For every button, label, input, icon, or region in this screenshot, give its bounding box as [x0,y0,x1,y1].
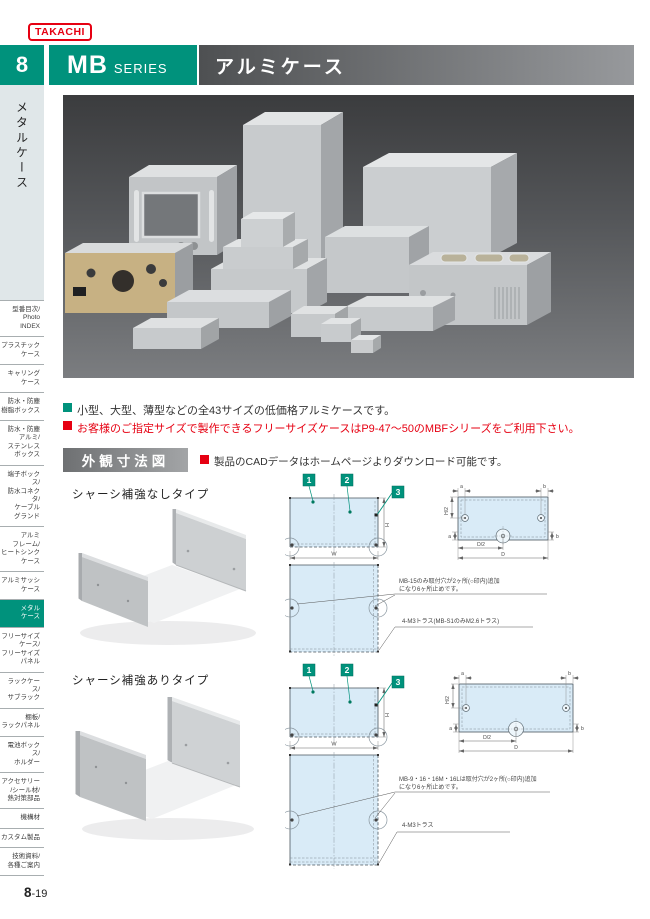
red-bullet-icon [63,421,72,430]
sidebar-item-accessory-seal-thermal[interactable]: アクセサリー /シール材/ 熱対策部品 [0,772,44,808]
svg-text:b: b [556,534,559,540]
aluminum-cases-photo [63,95,634,378]
sidebar-item-alumi-frame-heatsink-case[interactable]: アルミ フレーム/ ヒートシンク ケース [0,526,44,571]
svg-text:D/2: D/2 [483,735,491,741]
dimension-drawing-with-reinforcement: W H 1 2 3 [285,663,584,869]
diagram2-label: シャーシ補強ありタイプ [72,675,210,687]
diagram1-label: シャーシ補強なしタイプ [72,489,210,501]
svg-text:b: b [581,726,584,732]
svg-text:D/2: D/2 [477,542,485,548]
sidebar-item-technical-info[interactable]: 技術資料/ 各種ご案内 [0,847,44,875]
sidebar-item-mechanical-parts[interactable]: 機構材 [0,808,44,827]
product-photo [63,95,634,378]
svg-text:W: W [331,552,337,558]
sidebar-item-carrying-case[interactable]: キャリング ケース [0,364,44,392]
svg-text:H: H [385,713,391,717]
dimension-drawing-no-reinforcement: W H 1 2 3 [285,473,559,656]
sidebar-item-waterproof-alumi-stainless-box[interactable]: 防水・防塵 アルミ/ ステンレス ボックス [0,419,44,465]
sidebar-item-alumi-sash-case[interactable]: アルミサッシ ケース [0,571,44,599]
sidebar-item-terminal-box-connector-gland[interactable]: 端子ボックス/ 防水コネクタ/ ケーブル グランド [0,464,44,527]
sidebar-item-metal-case[interactable]: メタル ケース [0,598,44,627]
sidebar-nav: 型番目次/ Photo INDEX プラスチック ケース キャリング ケース 防… [0,300,44,877]
case-illustration-no-reinforcement [78,509,256,645]
svg-text:H: H [385,523,391,527]
svg-text:3: 3 [396,487,401,497]
feature-note-text: 小型、大型、薄型などの全43サイズの低価格アルミケースです。 [77,405,396,417]
sidebar-item-waterproof-resin-box[interactable]: 防水・防塵 樹脂ボックス [0,392,44,420]
free-size-note: お客様のご指定サイズで製作できるフリーサイズケースはP9-47〜50のMBFシリ… [63,420,580,436]
series-suffix: SERIES [113,61,168,76]
series-name: MB [67,51,108,79]
series-badge: MB SERIES [49,45,197,85]
section-title-dimensions: 外観寸法図 [63,448,188,472]
feature-note: 小型、大型、薄型などの全43サイズの低価格アルミケースです。 [63,402,395,418]
takachi-logo: TAKACHI [28,23,92,41]
svg-text:a: a [449,726,452,732]
svg-text:b: b [568,671,571,677]
diagram1-annotation-screws: 4-M3トラス(MB-S1のみM2.6トラス) [402,619,500,625]
sidebar-item-shelf-rack-panel[interactable]: 棚板/ ラックパネル [0,707,44,736]
sidebar-item-free-size-case-panel[interactable]: フリーサイズ ケース/ フリーサイズ パネル [0,626,44,672]
svg-text:D: D [514,745,518,751]
svg-text:1: 1 [307,475,312,485]
svg-text:2: 2 [345,665,350,675]
svg-text:W: W [331,742,337,748]
sidebar-item-rack-case-subrack[interactable]: ラックケース/ サブラック [0,671,44,708]
svg-text:1: 1 [307,665,312,675]
diagram2-annotation-screws: 4-M3トラス [402,823,434,829]
sidebar-tab-metal-case[interactable]: メタルケース [0,85,44,300]
red-bullet-icon [200,455,209,464]
svg-text:H/2: H/2 [444,507,450,515]
sidebar-item-custom-products[interactable]: カスタム製品 [0,827,44,847]
svg-text:D: D [501,552,505,558]
sidebar-item-plastic-case[interactable]: プラスチック ケース [0,336,44,364]
svg-text:a: a [461,671,464,677]
diagram2-annotation-holes: MB-9・16・16M・16Lは取付穴が2ヶ所(○印内)追加 になり6ヶ所止めで… [399,777,537,792]
free-size-note-text: お客様のご指定サイズで製作できるフリーサイズケースはP9-47〜50のMBFシリ… [77,423,580,435]
svg-text:3: 3 [396,677,401,687]
sidebar-item-photo-index[interactable]: 型番目次/ Photo INDEX [0,300,44,336]
cad-note: 製品のCADデータはホームページよりダウンロード可能です。 [200,454,507,469]
svg-text:a: a [448,534,451,540]
teal-bullet-icon [63,403,72,412]
chapter-number: 8 [0,45,44,85]
svg-text:2: 2 [345,475,350,485]
sidebar-item-battery-box-holder[interactable]: 電池ボックス/ ホルダー [0,735,44,772]
page-number: 8-19 [24,885,48,900]
svg-text:H/2: H/2 [445,696,451,704]
svg-text:a: a [460,484,463,490]
case-illustration-with-reinforcement [75,697,254,840]
svg-text:b: b [543,484,546,490]
diagram1-annotation-holes: MB-15のみ取付穴が2ヶ所(○印内)追加 になり6ヶ所止めです。 [399,579,500,594]
page-title: アルミケース [199,45,634,85]
cad-note-text: 製品のCADデータはホームページよりダウンロード可能です。 [214,456,508,468]
